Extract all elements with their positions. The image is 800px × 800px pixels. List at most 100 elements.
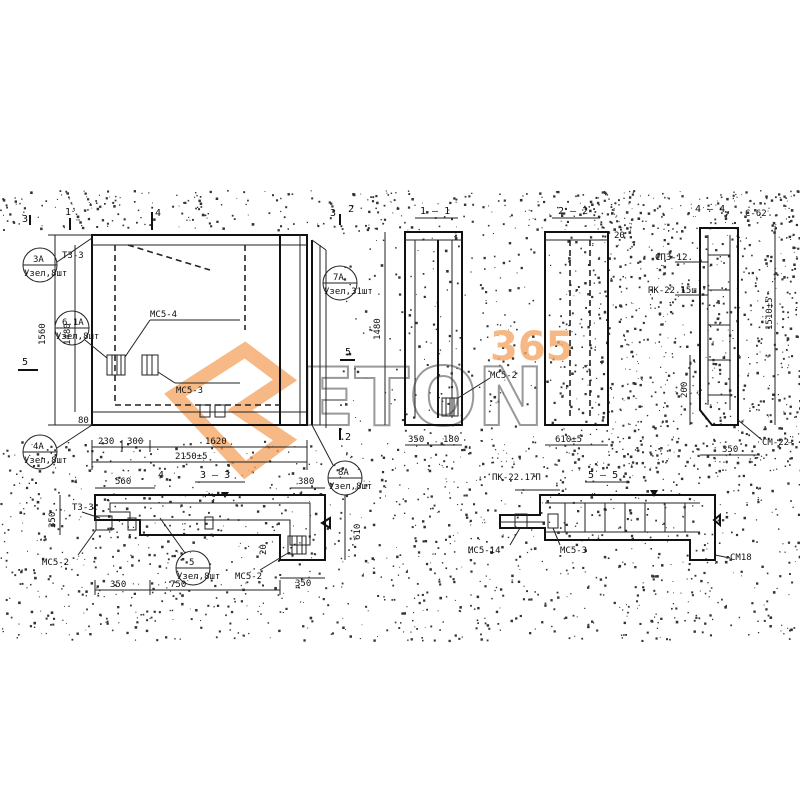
- noise-dot: [503, 450, 505, 451]
- noise-dot: [445, 538, 447, 541]
- noise-dot: [278, 475, 281, 478]
- noise-dot: [725, 352, 727, 354]
- noise-dot: [746, 219, 750, 222]
- noise-dot: [714, 460, 716, 462]
- noise-dot: [111, 472, 113, 474]
- noise-dot: [379, 490, 382, 493]
- noise-dot: [510, 480, 512, 482]
- noise-dot: [562, 321, 565, 324]
- noise-dot: [597, 510, 600, 514]
- noise-dot: [186, 219, 188, 221]
- noise-dot: [723, 355, 726, 357]
- noise-dot: [635, 309, 638, 312]
- noise-dot: [675, 386, 678, 389]
- noise-dot: [384, 480, 387, 482]
- noise-dot: [757, 453, 760, 456]
- noise-dot: [452, 578, 455, 581]
- noise-dot: [624, 264, 627, 266]
- noise-dot: [203, 459, 205, 461]
- noise-dot: [779, 303, 781, 305]
- noise-dot: [196, 522, 198, 525]
- noise-dot: [672, 228, 674, 230]
- noise-dot: [559, 555, 562, 557]
- noise-dot: [530, 598, 533, 601]
- noise-dot: [704, 533, 706, 535]
- noise-dot: [652, 425, 655, 429]
- noise-dot: [592, 243, 594, 245]
- noise-dot: [101, 442, 104, 445]
- noise-dot: [650, 249, 653, 252]
- noise-dot: [130, 476, 131, 478]
- noise-dot: [793, 251, 795, 253]
- noise-dot: [367, 610, 369, 612]
- noise-dot: [353, 400, 354, 402]
- noise-dot: [196, 194, 198, 197]
- noise-dot: [19, 470, 22, 473]
- noise-dot: [490, 400, 493, 403]
- noise-dot: [490, 427, 493, 430]
- noise-dot: [229, 472, 230, 474]
- noise-dot: [756, 582, 759, 585]
- noise-dot: [646, 631, 649, 634]
- noise-dot: [640, 443, 643, 446]
- noise-dot: [387, 443, 389, 445]
- noise-dot: [434, 572, 436, 575]
- noise-dot: [571, 453, 575, 456]
- noise-dot: [54, 488, 57, 491]
- noise-dot: [363, 573, 364, 575]
- noise-dot: [68, 448, 71, 452]
- noise-dot: [613, 208, 615, 210]
- noise-dot: [181, 594, 184, 597]
- noise-dot: [556, 464, 558, 466]
- noise-dot: [629, 455, 633, 459]
- noise-dot: [22, 214, 24, 216]
- noise-dot: [414, 455, 418, 458]
- noise-dot: [211, 447, 213, 450]
- noise-dot: [699, 476, 701, 479]
- noise-dot: [756, 353, 758, 355]
- section-2-2-title: 2 — 2: [558, 206, 588, 217]
- noise-dot: [748, 460, 752, 464]
- noise-dot: [557, 459, 561, 462]
- noise-dot: [425, 341, 428, 343]
- noise-dot: [50, 445, 53, 448]
- noise-dot: [618, 199, 620, 202]
- noise-dot: [692, 375, 695, 378]
- noise-dot: [654, 575, 657, 578]
- noise-dot: [597, 403, 601, 406]
- noise-dot: [449, 434, 451, 437]
- noise-dot: [7, 455, 10, 458]
- noise-dot: [230, 443, 233, 445]
- noise-dot: [296, 463, 298, 465]
- noise-dot: [574, 461, 577, 464]
- noise-dot: [701, 302, 704, 305]
- noise-dot: [670, 311, 673, 314]
- noise-dot: [33, 626, 36, 628]
- noise-dot: [96, 587, 98, 589]
- noise-dot: [502, 346, 505, 349]
- noise-dot: [628, 201, 631, 204]
- noise-dot: [770, 255, 773, 259]
- noise-dot: [96, 207, 100, 211]
- noise-dot: [610, 206, 613, 208]
- noise-dot: [666, 638, 668, 641]
- noise-dot: [291, 554, 294, 557]
- noise-dot: [181, 212, 184, 215]
- noise-dot: [401, 215, 403, 217]
- noise-dot: [725, 515, 729, 519]
- noise-dot: [385, 495, 386, 497]
- noise-dot: [295, 586, 298, 589]
- noise-dot: [571, 312, 574, 315]
- noise-dot: [724, 560, 728, 564]
- noise-dot: [392, 212, 394, 214]
- noise-dot: [156, 639, 159, 642]
- noise-dot: [790, 441, 792, 444]
- noise-dot: [88, 469, 92, 472]
- noise-dot: [340, 428, 342, 430]
- noise-dot: [707, 382, 710, 385]
- noise-dot: [633, 190, 636, 193]
- noise-dot: [461, 449, 464, 452]
- noise-dot: [747, 318, 750, 321]
- noise-dot: [396, 547, 397, 548]
- watermark-number: 365: [490, 324, 574, 370]
